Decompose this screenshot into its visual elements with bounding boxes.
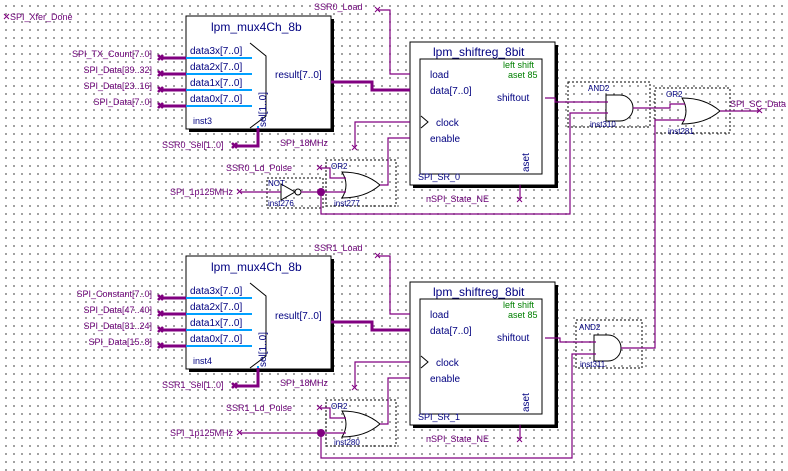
signal-ssr0-sel: SSR0_Sel[1..0] [162, 140, 224, 150]
sr0-pin-clock: clock [436, 118, 460, 129]
or0-type-label: OR2 [331, 162, 348, 171]
shiftreg-block-sr1[interactable]: lpm_shiftreg_8bit left shift aset 85 loa… [409, 281, 558, 428]
mux1-pin-data3x: data3x[7..0] [190, 286, 242, 297]
sr1-pin-shiftout: shiftout [497, 333, 529, 344]
sr1-pin-aset: aset [521, 393, 532, 412]
and1-selection-box [575, 319, 643, 369]
signal-mux0-in-0: SPI_Data[7..0] [93, 97, 152, 107]
mux1-pin-sel: sel[1..0] [258, 332, 269, 367]
sr0-pin-enable: enable [430, 134, 460, 145]
mux0-instance-label: inst3 [193, 116, 212, 126]
shiftreg-block-sr0[interactable]: lpm_shiftreg_8bit left shift aset 85 loa… [409, 41, 558, 188]
or1-instance-label: inst280 [334, 438, 360, 447]
signal-state-upper: nSPI_State_NE [426, 194, 489, 204]
or1-type-label: OR2 [331, 402, 348, 411]
sr1-pin-load: load [430, 310, 449, 321]
sr1-pin-clock: clock [436, 358, 460, 369]
not0-instance-label: inst276 [268, 199, 294, 208]
mux1-instance-label: inst4 [193, 356, 212, 366]
mux0-pin-data0x: data0x[7..0] [190, 94, 242, 105]
signal-mux1-in-0: SPI_Data[15..8] [88, 337, 152, 347]
mux1-title: lpm_mux4Ch_8b [211, 260, 302, 274]
mux0-pin-data3x: data3x[7..0] [190, 46, 242, 57]
or1-selection-box [325, 399, 397, 447]
sr0-pin-shiftout: shiftout [497, 93, 529, 104]
not-gate-inst276[interactable]: NOT inst276 [268, 179, 302, 208]
and0-selection-box [567, 81, 651, 128]
sr1-note-aset: aset 85 [508, 310, 538, 320]
sr0-pin-data: data[7..0] [430, 86, 472, 97]
signal-mux1-in-2: SPI_Data[47..40] [83, 305, 152, 315]
signal-clk125-lower: SPI_1p125MHz [170, 428, 234, 438]
sr1-note-shift: left shift [503, 300, 535, 310]
signal-ssr1-ld-pulse: SSR1_Ld_Pulse [226, 403, 292, 413]
mux0-pin-data1x: data1x[7..0] [190, 78, 242, 89]
and1-instance-label: inst311 [580, 360, 606, 369]
signal-mux0-in-3: SPI_TX_Count[7..0] [72, 49, 152, 59]
signal-ssr0-load: SSR0_Load [314, 2, 363, 12]
signal-clk125-upper: SPI_1p125MHz [170, 187, 234, 197]
or-gate-inst281[interactable]: OR2 inst281 [666, 90, 721, 136]
mux1-pin-data1x: data1x[7..0] [190, 318, 242, 329]
sr1-instance-label: SPI_SR_1 [418, 412, 460, 422]
and-gate-inst310[interactable]: AND2 inst310 [588, 84, 634, 129]
sr0-pin-load: load [430, 70, 449, 81]
not0-type-label: NOT [268, 179, 285, 188]
or-out-instance-label: inst281 [668, 127, 694, 136]
pin-x-marks [3, 6, 763, 443]
mux0-pin-data2x: data2x[7..0] [190, 62, 242, 73]
or-gate-inst277[interactable]: OR2 inst277 [331, 162, 381, 208]
signal-sc-data: SPI_SC_Data [730, 99, 786, 109]
or0-selection-box [325, 159, 397, 207]
sr0-instance-label: SPI_SR_0 [418, 172, 460, 182]
signal-mux0-in-1: SPI_Data[23..16] [83, 81, 152, 91]
and0-instance-label: inst310 [590, 120, 616, 129]
signal-mux1-in-1: SPI_Data[31..24] [83, 321, 152, 331]
sr0-pin-aset: aset [521, 153, 532, 172]
signal-clk18-lower: SPI_18MHz [280, 378, 329, 388]
signal-clk18-upper: SPI_18MHz [280, 138, 329, 148]
not0-selection-box [266, 177, 324, 209]
sr1-title: lpm_shiftreg_8bit [433, 285, 525, 299]
or0-instance-label: inst277 [334, 199, 360, 208]
mux1-pin-data2x: data2x[7..0] [190, 302, 242, 313]
mux1-pin-result: result[7..0] [275, 311, 322, 322]
signal-ssr1-sel: SSR1_Sel[1..0] [162, 380, 224, 390]
sr1-pin-enable: enable [430, 374, 460, 385]
signal-xfer-done: SPI_Xfer_Done [10, 12, 73, 22]
signal-mux0-in-2: SPI_Data[39..32] [83, 65, 152, 75]
mux0-pin-result: result[7..0] [275, 70, 322, 81]
and0-type-label: AND2 [588, 84, 610, 93]
and1-type-label: AND2 [579, 323, 601, 332]
mux0-title: lpm_mux4Ch_8b [211, 20, 302, 34]
mux-block-inst4[interactable]: lpm_mux4Ch_8b data3x[7..0] data2x[7..0] … [185, 255, 334, 386]
mux1-pin-data0x: data0x[7..0] [190, 334, 242, 345]
junction-dot-lower [317, 429, 325, 437]
and-gate-inst311[interactable]: AND2 inst311 [579, 323, 622, 369]
or-out-type-label: OR2 [666, 90, 683, 99]
signal-ssr1-load: SSR1_Load [314, 243, 363, 253]
sr1-pin-data: data[7..0] [430, 326, 472, 337]
sr0-title: lpm_shiftreg_8bit [433, 45, 525, 59]
junction-dot-upper [317, 188, 325, 196]
wires-upper [160, 9, 760, 349]
mux-block-inst3[interactable]: lpm_mux4Ch_8b data3x[7..0] data2x[7..0] … [185, 15, 334, 146]
sr0-note-aset: aset 85 [508, 70, 538, 80]
signal-state-lower: nSPI_State_NE [426, 434, 489, 444]
mux0-pin-sel: sel[1..0] [258, 92, 269, 127]
wires-lower [160, 255, 596, 459]
signal-ssr0-ld-pulse: SSR0_Ld_Pulse [226, 163, 292, 173]
or-gate-inst280[interactable]: OR2 inst280 [331, 402, 381, 447]
signal-mux1-in-3: SPI_Constant[7..0] [76, 289, 152, 299]
sr0-note-shift: left shift [503, 60, 535, 70]
